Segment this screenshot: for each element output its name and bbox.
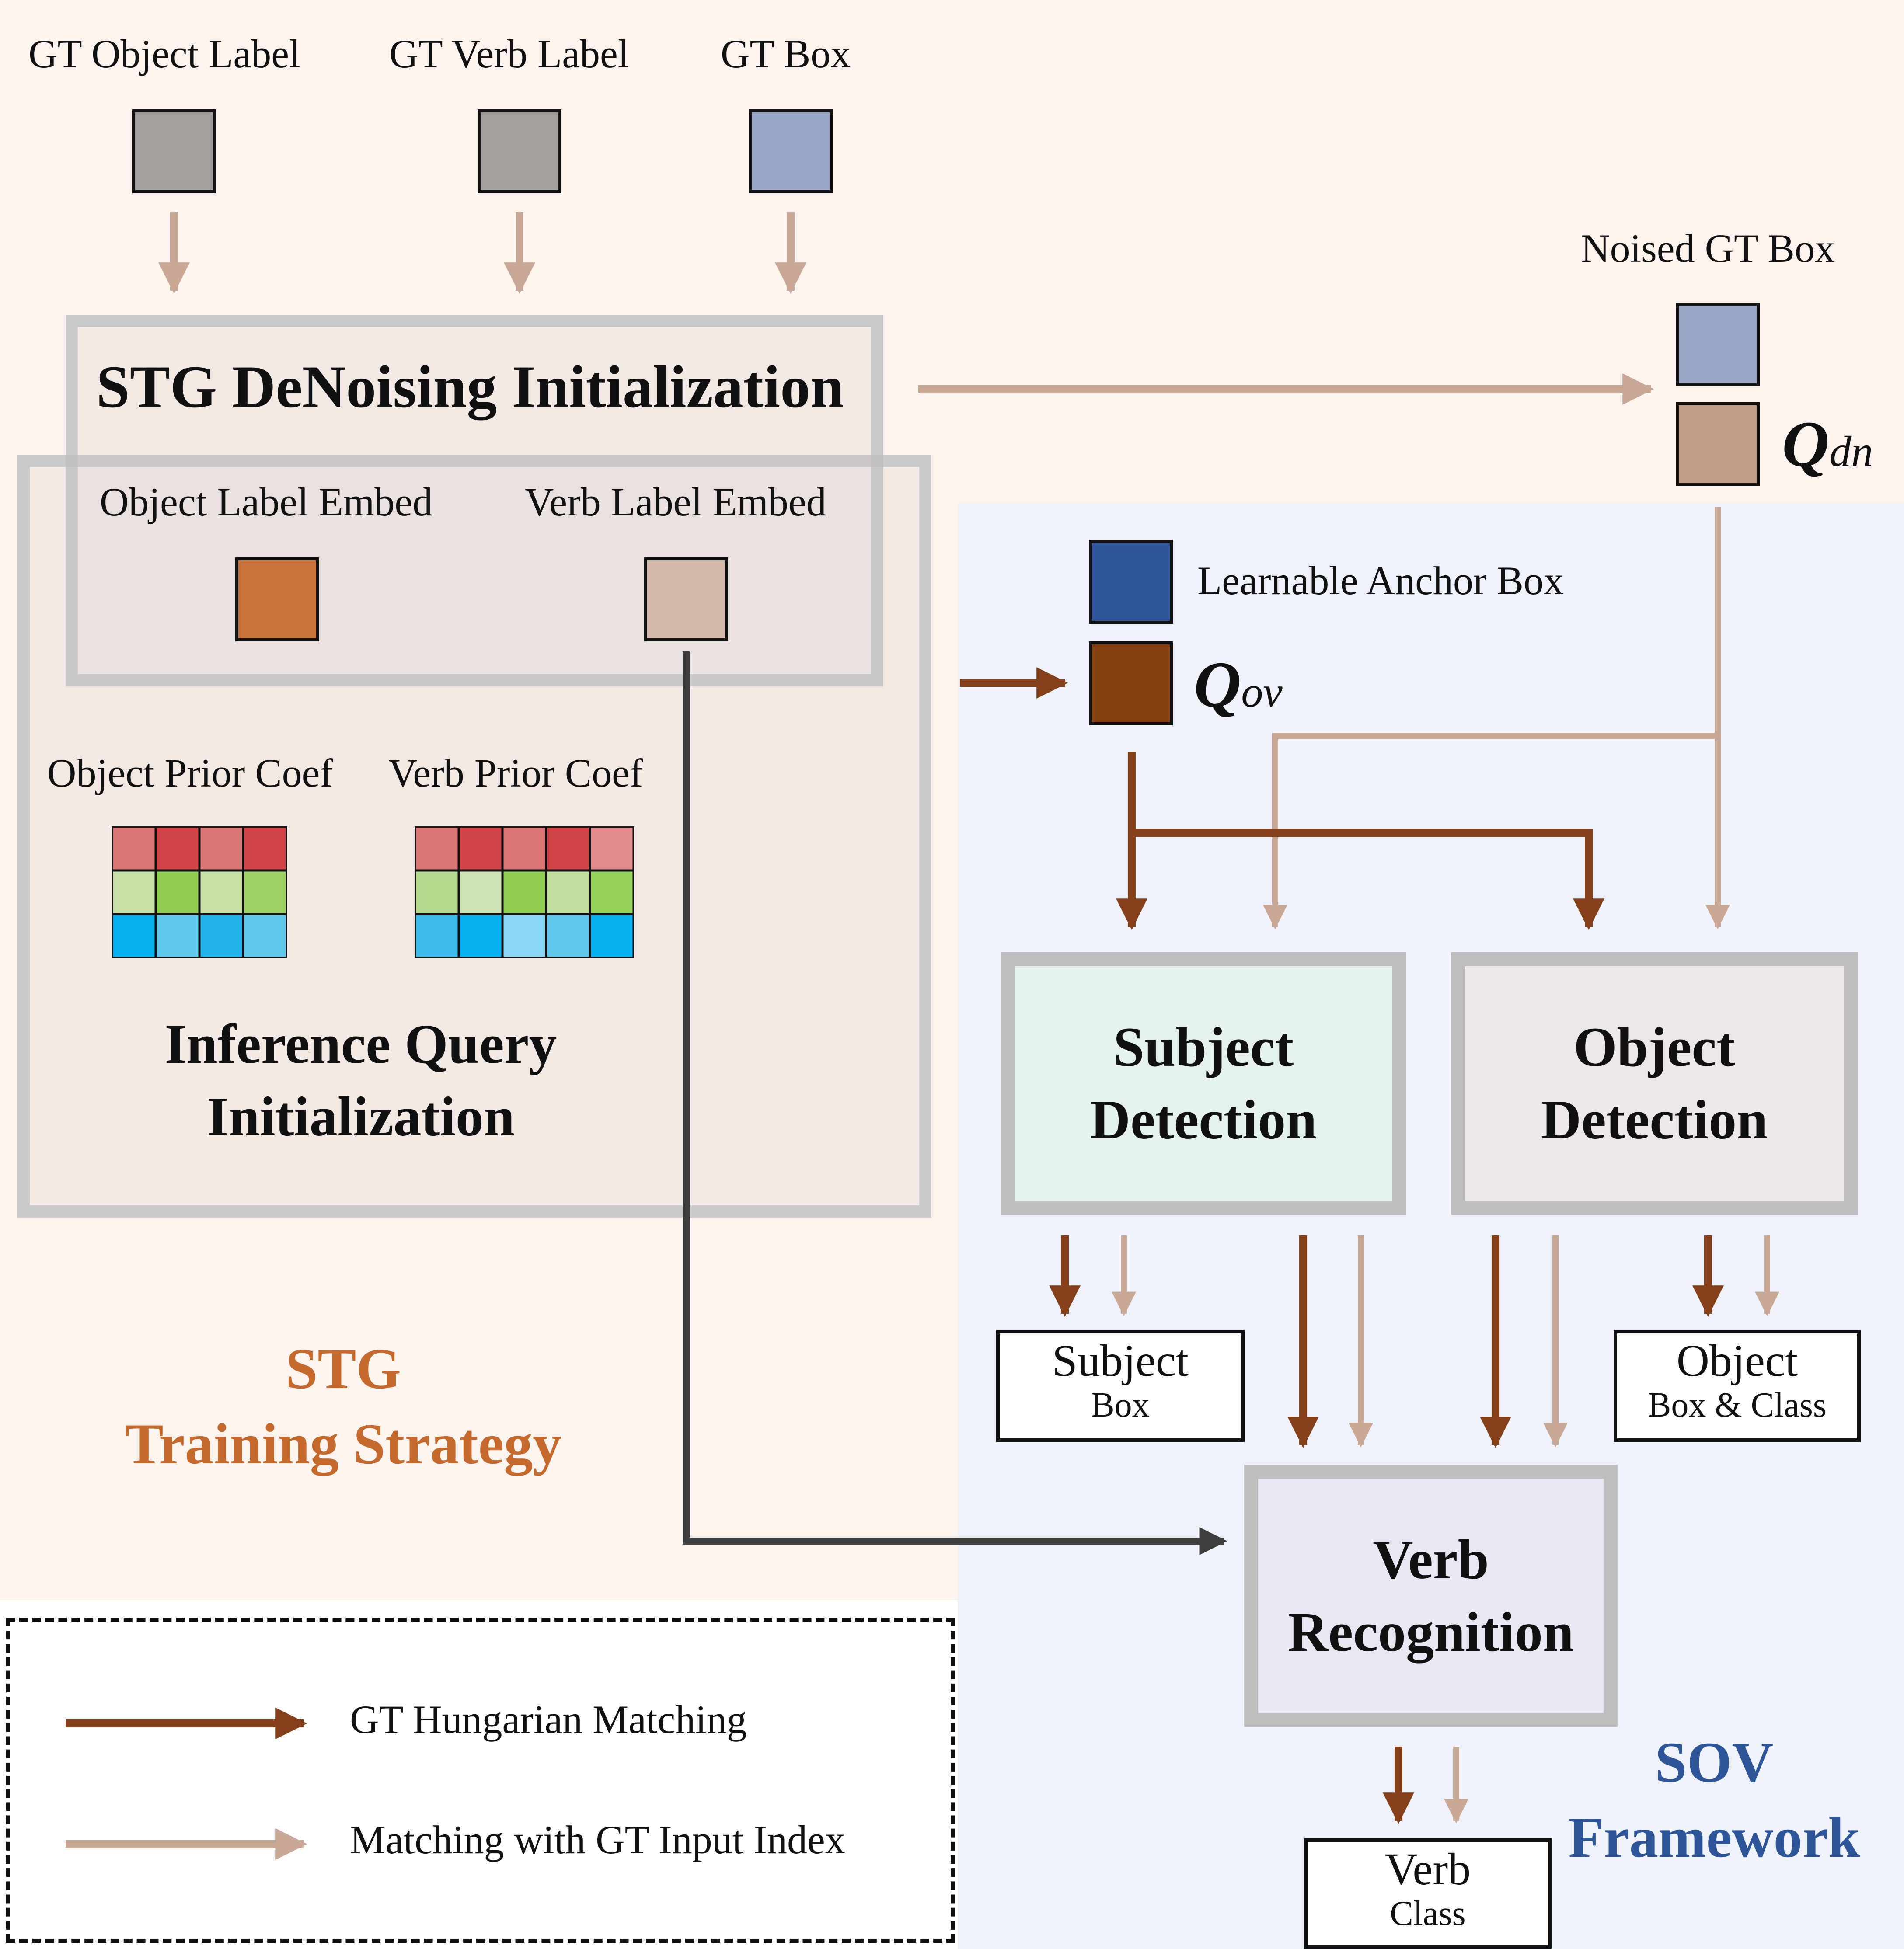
sov-title-line1: SOV	[1655, 1730, 1774, 1794]
verb-recognition-line1: Verb	[1373, 1528, 1489, 1591]
object-prior-cell	[154, 826, 201, 872]
object-prior-cell	[198, 826, 244, 872]
legend-gt-input-index-text: Matching with GT Input Index	[350, 1817, 845, 1862]
stg-title-line2: Training Strategy	[125, 1411, 562, 1476]
gt-box-square	[749, 109, 833, 193]
gt-object-label-square	[132, 109, 216, 193]
object-prior-coef-text: Object Prior Coef	[47, 751, 334, 795]
sov-framework-title: SOV Framework	[1531, 1725, 1898, 1875]
object-output-main: Object	[1676, 1336, 1798, 1386]
q-dn-sub: dn	[1829, 427, 1873, 476]
inference-query-title-line1: Inference Query	[164, 1013, 557, 1075]
stg-denoising-panel	[66, 315, 883, 686]
subject-detection-line2: Detection	[1090, 1089, 1317, 1151]
arrow-qdn-trunk	[1263, 507, 1721, 929]
verb-prior-cell	[457, 913, 504, 958]
verb-output-main: Verb	[1384, 1844, 1471, 1894]
sov-title-line2: Framework	[1568, 1805, 1860, 1869]
gt-object-label-text: GT Object Label	[28, 31, 300, 76]
arrow-verb-embed-to-verb-recognition	[683, 651, 1227, 1555]
verb-output-sub: Class	[1390, 1894, 1466, 1933]
object-detection-line1: Object	[1573, 1016, 1735, 1078]
inference-query-title-line2: Initialization	[206, 1086, 515, 1148]
q-ov-main: Q	[1194, 648, 1241, 721]
object-output-sub: Box & Class	[1648, 1386, 1827, 1425]
verb-label-embed-text: Verb Label Embed	[525, 480, 826, 524]
q-dn-square	[1676, 402, 1760, 486]
inference-query-title: Inference Query Initialization	[0, 1008, 722, 1153]
verb-prior-cell	[589, 869, 634, 915]
q-dn-label: Qdn	[1782, 407, 1873, 482]
gt-box-text: GT Box	[721, 31, 851, 76]
object-detection-line2: Detection	[1541, 1089, 1768, 1151]
stg-training-strategy-title: STG Training Strategy	[0, 1331, 687, 1481]
legend-box	[6, 1618, 955, 1943]
q-ov-sub: ov	[1241, 668, 1283, 716]
q-dn-main: Q	[1782, 408, 1830, 480]
verb-prior-coef-grid	[415, 826, 634, 958]
arrow-qov-trunk	[1128, 752, 1604, 930]
learnable-anchor-box-text: Learnable Anchor Box	[1197, 558, 1564, 603]
verb-prior-cell	[589, 826, 634, 872]
verb-prior-cell	[415, 913, 460, 958]
subject-box-output: Subject Box	[996, 1330, 1245, 1442]
object-label-embed-square	[235, 557, 319, 641]
verb-prior-cell	[545, 869, 591, 915]
verb-class-output: Verb Class	[1304, 1838, 1552, 1949]
verb-recognition-line2: Recognition	[1287, 1601, 1574, 1663]
verb-prior-cell	[589, 913, 634, 958]
subject-output-sub: Box	[1091, 1386, 1150, 1425]
q-ov-square	[1089, 641, 1173, 725]
stg-title-line1: STG	[285, 1336, 401, 1401]
object-prior-cell	[154, 869, 201, 915]
object-prior-cell	[112, 913, 157, 958]
verb-label-embed-square	[644, 557, 728, 641]
gt-verb-label-text: GT Verb Label	[389, 31, 629, 76]
verb-prior-cell	[501, 913, 547, 958]
verb-prior-cell	[545, 913, 591, 958]
object-prior-cell	[242, 913, 287, 958]
object-prior-cell	[242, 826, 287, 872]
object-prior-cell	[242, 869, 287, 915]
verb-prior-cell	[415, 869, 460, 915]
gt-verb-label-square	[478, 109, 561, 193]
verb-prior-coef-text: Verb Prior Coef	[388, 751, 643, 795]
stg-denoising-title: STG DeNoising Initialization	[96, 353, 844, 420]
verb-prior-cell	[545, 826, 591, 872]
noised-gt-box-text: Noised GT Box	[1581, 226, 1835, 271]
learnable-anchor-box-square	[1089, 540, 1173, 624]
object-label-embed-text: Object Label Embed	[100, 480, 433, 524]
legend-gt-hungarian-text: GT Hungarian Matching	[350, 1697, 747, 1742]
object-prior-cell	[112, 826, 157, 872]
object-box-class-output: Object Box & Class	[1614, 1330, 1861, 1442]
noised-gt-box-square	[1676, 303, 1760, 386]
object-prior-coef-grid	[112, 826, 287, 958]
object-prior-cell	[154, 913, 201, 958]
q-ov-label: Qov	[1194, 647, 1283, 722]
subject-output-main: Subject	[1052, 1336, 1189, 1386]
subject-detection-line1: Subject	[1113, 1016, 1294, 1078]
